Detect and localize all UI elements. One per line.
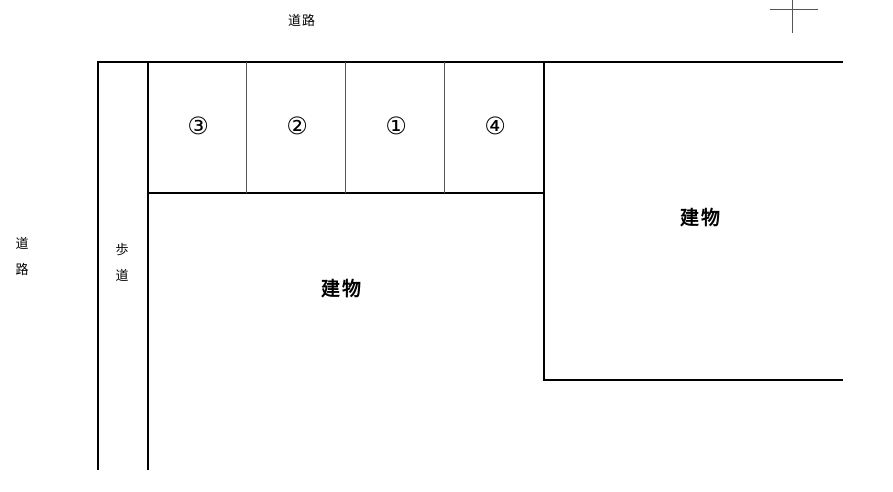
left-road-char-2: 路 (15, 263, 29, 278)
parking-space-3: ③ (187, 112, 209, 140)
parking-divider-1 (246, 62, 247, 193)
parking-space-2: ② (286, 112, 308, 140)
right-building-bottom-line (543, 379, 843, 381)
compass-cross-vertical (792, 0, 793, 33)
compass-cross-horizontal (770, 9, 818, 10)
main-building-label: 建物 (321, 278, 364, 300)
sidewalk-char-2: 道 (115, 269, 129, 284)
parking-space-1: ① (385, 112, 407, 140)
left-road-char-1: 道 (15, 237, 29, 252)
parking-divider-3 (444, 62, 445, 193)
right-building-left-line (543, 61, 545, 381)
outer-left-line (97, 61, 99, 470)
sidewalk-right-line (147, 61, 149, 470)
top-boundary-line (97, 61, 843, 63)
sidewalk-label: 歩 道 (114, 238, 130, 290)
parking-space-4: ④ (484, 112, 506, 140)
top-road-label: 道路 (288, 14, 317, 29)
parking-bottom-line (147, 192, 545, 194)
right-building-label: 建物 (680, 207, 723, 229)
sidewalk-char-1: 歩 (115, 243, 129, 258)
left-road-label: 道 路 (14, 232, 30, 284)
parking-divider-2 (345, 62, 346, 193)
